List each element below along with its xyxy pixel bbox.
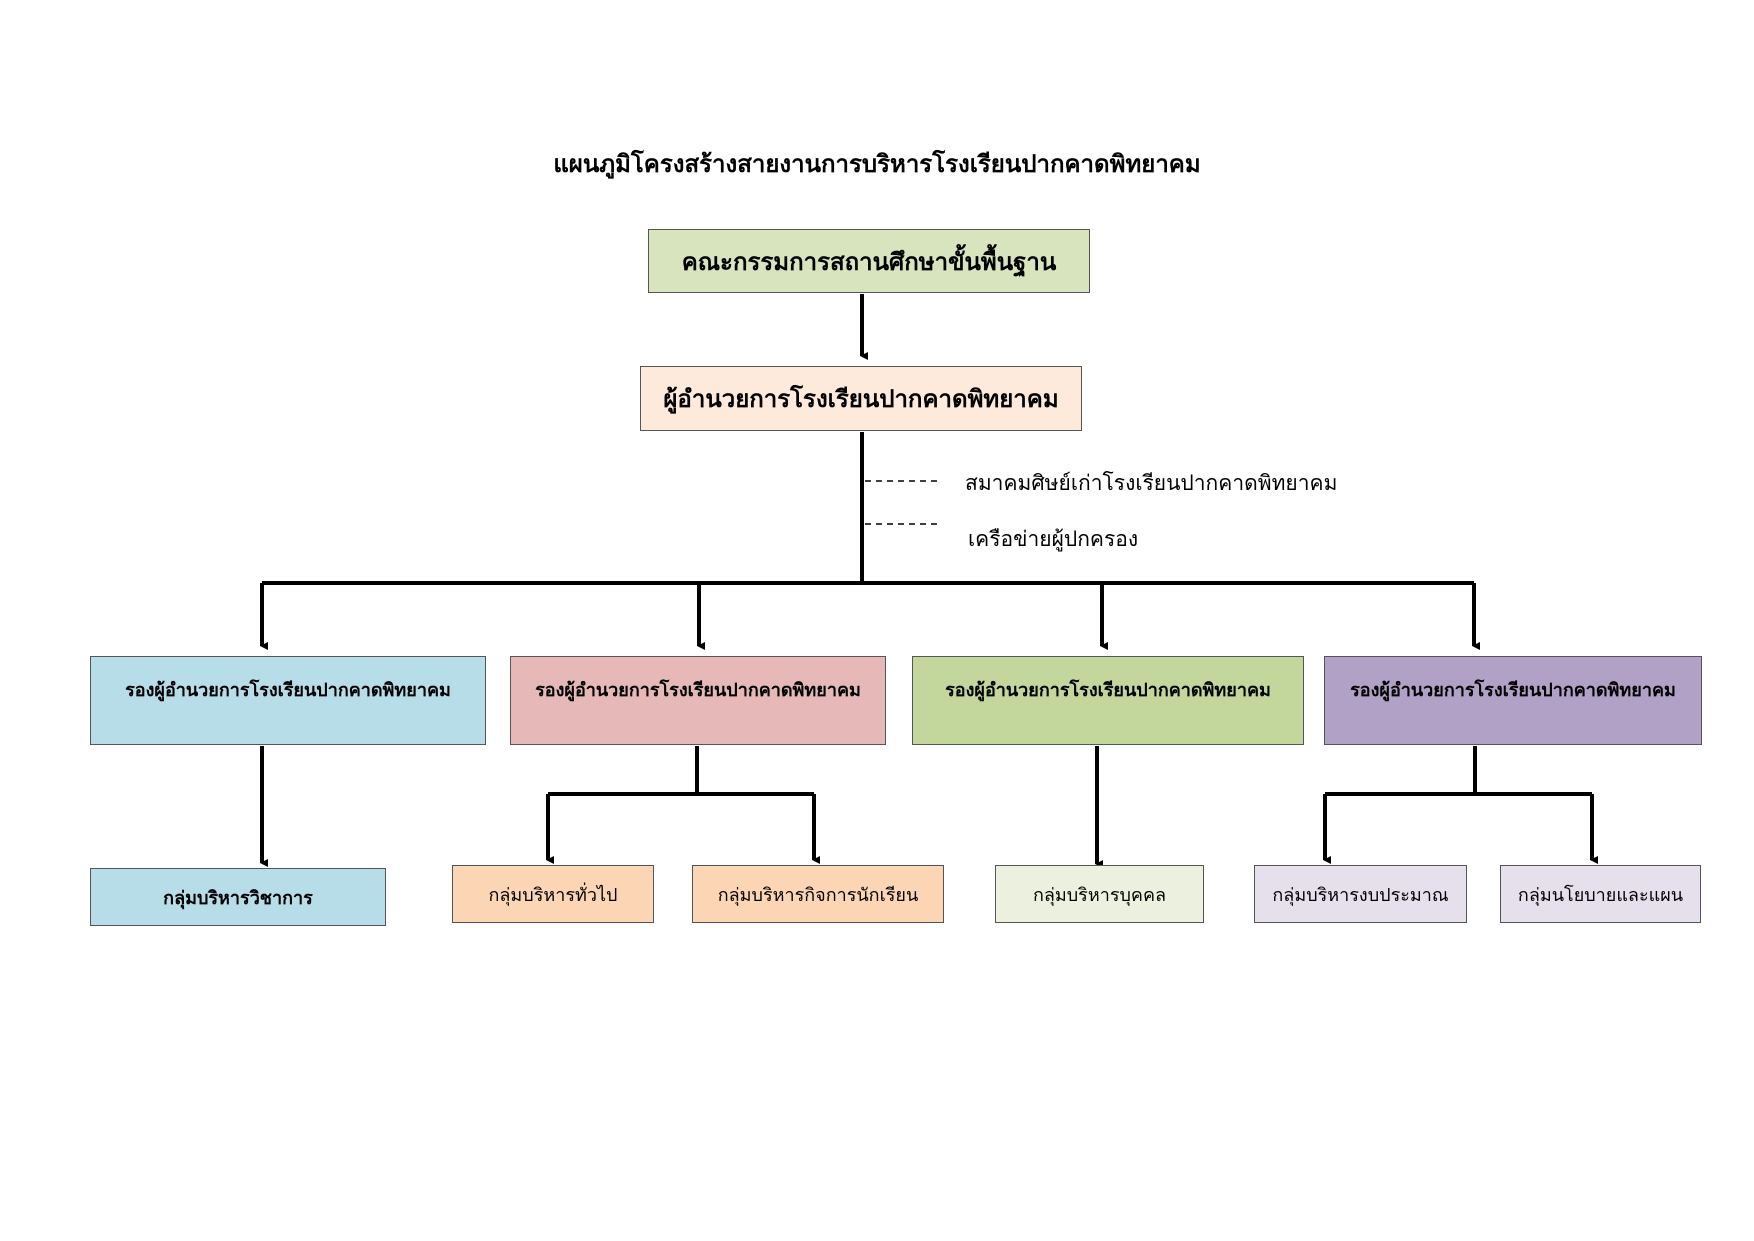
- deputy-box-3: รองผู้อำนวยการโรงเรียนปากคาดพิทยาคม: [912, 656, 1304, 745]
- deputy-box-4: รองผู้อำนวยการโรงเรียนปากคาดพิทยาคม: [1324, 656, 1702, 745]
- group-label: กลุ่มนโยบายและแผน: [1517, 884, 1684, 906]
- deputy-label: รองผู้อำนวยการโรงเรียนปากคาดพิทยาคม: [945, 680, 1271, 701]
- board-box: คณะกรรมการสถานศึกษาขั้นพื้นฐาน: [648, 229, 1090, 293]
- group-box-general: กลุ่มบริหารทั่วไป: [452, 865, 654, 923]
- director-box: ผู้อำนวยการโรงเรียนปากคาดพิทยาคม: [640, 366, 1082, 431]
- group-box-academic: กลุ่มบริหารวิชาการ: [90, 868, 386, 926]
- director-label: ผู้อำนวยการโรงเรียนปากคาดพิทยาคม: [663, 385, 1059, 413]
- group-box-budget: กลุ่มบริหารงบประมาณ: [1254, 865, 1467, 923]
- advisor-parents-label: เครือข่ายผู้ปกครอง: [968, 527, 1139, 551]
- group-box-student-affairs: กลุ่มบริหารกิจการนักเรียน: [692, 865, 944, 923]
- group-label: กลุ่มบริหารวิชาการ: [163, 887, 313, 909]
- group-label: กลุ่มบริหารบุคคล: [1032, 884, 1167, 906]
- board-label: คณะกรรมการสถานศึกษาขั้นพื้นฐาน: [681, 247, 1057, 276]
- deputy-label: รองผู้อำนวยการโรงเรียนปากคาดพิทยาคม: [535, 680, 861, 701]
- group-box-personnel: กลุ่มบริหารบุคคล: [995, 865, 1204, 923]
- group-label: กลุ่มบริหารกิจการนักเรียน: [717, 884, 919, 906]
- chart-title: แผนภูมิโครงสร้างสายงานการบริหารโรงเรียนป…: [553, 150, 1201, 178]
- group-label: กลุ่มบริหารงบประมาณ: [1272, 884, 1449, 906]
- deputy-label: รองผู้อำนวยการโรงเรียนปากคาดพิทยาคม: [1350, 680, 1676, 701]
- deputy-label: รองผู้อำนวยการโรงเรียนปากคาดพิทยาคม: [125, 680, 451, 701]
- advisor-alumni-label: สมาคมศิษย์เก่าโรงเรียนปากคาดพิทยาคม: [965, 471, 1338, 495]
- deputy-box-1: รองผู้อำนวยการโรงเรียนปากคาดพิทยาคม: [90, 656, 486, 745]
- deputy-box-2: รองผู้อำนวยการโรงเรียนปากคาดพิทยาคม: [510, 656, 886, 745]
- group-box-policy: กลุ่มนโยบายและแผน: [1500, 865, 1701, 923]
- group-label: กลุ่มบริหารทั่วไป: [488, 884, 618, 906]
